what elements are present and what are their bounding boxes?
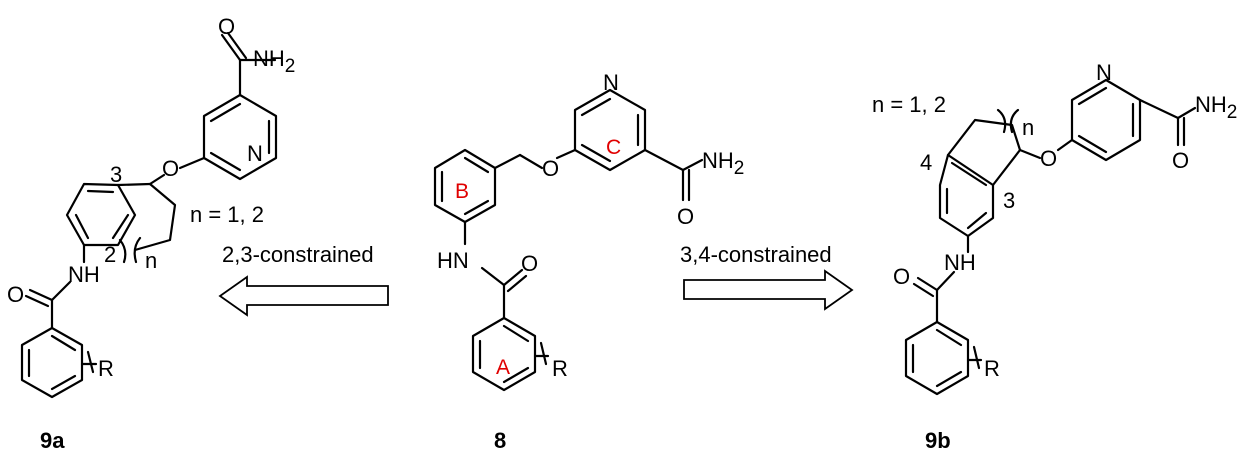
ring-b-label: B xyxy=(455,180,469,203)
r-label: R xyxy=(984,356,1000,381)
r-label: R xyxy=(98,356,114,381)
o-ether-label: O xyxy=(542,156,559,181)
ring-c-label: C xyxy=(606,136,621,159)
pos-3-label: 3 xyxy=(1003,188,1015,213)
o-carbonyl-label: O xyxy=(677,204,694,229)
arrow-right-label: 3,4-constrained xyxy=(680,242,832,267)
o-amide-label: O xyxy=(7,282,24,307)
compound-8: N C O B HN O A R NH2 O 8 xyxy=(433,70,744,453)
nh2-label: NH2 xyxy=(253,46,295,77)
o-amide-label: O xyxy=(893,264,910,289)
arrow-left: 2,3-constrained xyxy=(218,242,389,317)
nh2-label: NH2 xyxy=(1195,92,1237,123)
compound-label-9a: 9a xyxy=(40,428,65,453)
n-label: N xyxy=(247,141,263,166)
hn-label: HN xyxy=(437,248,469,273)
ring-a-label: A xyxy=(496,356,510,379)
n-range-label: n = 1, 2 xyxy=(872,92,946,117)
n-range-label: n = 1, 2 xyxy=(190,202,264,227)
r-label: R xyxy=(552,356,568,381)
pos-4-label: 4 xyxy=(920,150,932,175)
arrow-right: 3,4-constrained xyxy=(680,242,854,311)
n-label: N xyxy=(1096,60,1112,85)
compound-label-9b: 9b xyxy=(925,428,951,453)
compound-9a: NH2 O N O 3 2 n n = 1, 2 NH O R 9a xyxy=(7,14,295,453)
nh-label: NH xyxy=(944,250,976,275)
n-var-label: n xyxy=(1022,115,1034,140)
o-ether-label: O xyxy=(1040,146,1057,171)
o-amide-label: O xyxy=(521,251,538,276)
n-var-label: n xyxy=(145,248,157,273)
o-label: O xyxy=(218,14,235,39)
o-ether-label: O xyxy=(162,156,179,181)
nh2-label: NH2 xyxy=(702,148,744,179)
o-carbonyl-label: O xyxy=(1172,148,1189,173)
n-label: N xyxy=(603,70,619,95)
nh-label: NH xyxy=(68,262,100,287)
arrow-left-label: 2,3-constrained xyxy=(222,242,374,267)
pos-2-label: 2 xyxy=(104,242,116,267)
compound-9b: N NH2 O O n n = 1, 2 4 3 NH O R 9b xyxy=(872,60,1237,453)
pos-3-label: 3 xyxy=(110,162,122,187)
compound-label-8: 8 xyxy=(494,428,506,453)
